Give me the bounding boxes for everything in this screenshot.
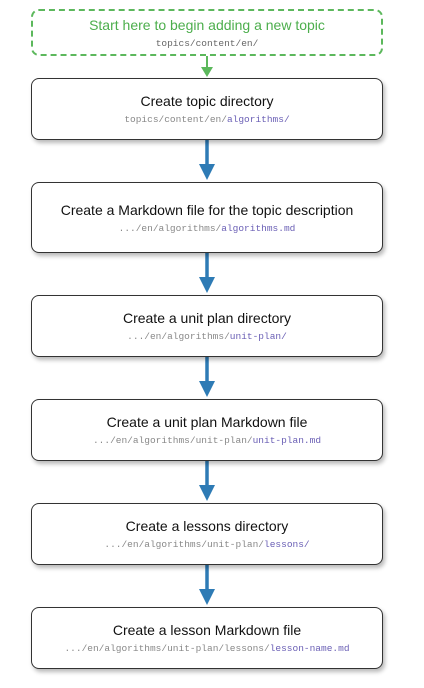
- step-3-path: .../en/algorithms/unit-plan/: [127, 330, 287, 343]
- step-2-path-highlight: algorithms.md: [221, 222, 296, 234]
- start-title: Start here to begin adding a new topic: [89, 16, 325, 33]
- step-2-box: Create a Markdown file for the topic des…: [31, 182, 383, 253]
- step-6-path-highlight: lesson-name.md: [269, 643, 350, 654]
- start-path: topics/content/en/: [156, 37, 259, 50]
- step-5-path: .../en/algorithms/unit-plan/lessons/: [104, 538, 309, 551]
- step-4-path-prefix: .../en/algorithms/unit-plan/: [92, 435, 253, 446]
- step-4-box: Create a unit plan Markdown file .../en/…: [31, 399, 383, 461]
- start-box: Start here to begin adding a new topic t…: [31, 9, 383, 56]
- step-3-path-highlight: unit-plan/: [229, 331, 287, 342]
- step-6-title: Create a lesson Markdown file: [112, 622, 302, 638]
- step-1-path-prefix: topics/content/en/: [124, 114, 227, 125]
- arrow-head-1: [199, 164, 215, 180]
- step-3-title: Create a unit plan directory: [122, 310, 292, 326]
- arrow-head-5: [199, 589, 215, 605]
- step-5-title: Create a lessons directory: [125, 518, 289, 534]
- step-5-path-highlight: lessons/: [264, 539, 310, 550]
- step-6-path: .../en/algorithms/unit-plan/lessons/less…: [64, 642, 349, 655]
- step-2-path: .../en/algorithms/algorithms.md: [119, 222, 296, 235]
- step-4-path: .../en/algorithms/unit-plan/unit-plan.md: [93, 434, 321, 447]
- step-5-path-prefix: .../en/algorithms/unit-plan/: [104, 539, 265, 550]
- arrow-head-4: [199, 485, 215, 501]
- arrow-head-3: [199, 381, 215, 397]
- step-2-title: Create a Markdown file for the topic des…: [60, 201, 354, 218]
- step-4-path-highlight: unit-plan.md: [252, 435, 322, 446]
- arrow-head-2: [199, 277, 215, 293]
- step-1-box: Create topic directory topics/content/en…: [31, 78, 383, 140]
- step-6-box: Create a lesson Markdown file .../en/alg…: [31, 607, 383, 669]
- step-3-path-prefix: .../en/algorithms/: [127, 331, 230, 342]
- step-6-path-prefix: .../en/algorithms/unit-plan/lessons/: [64, 643, 270, 654]
- step-4-title: Create a unit plan Markdown file: [106, 414, 308, 430]
- arrow-head-start: [201, 67, 213, 77]
- step-1-path: topics/content/en/algorithms/: [124, 113, 289, 126]
- step-1-path-highlight: algorithms/: [226, 114, 290, 125]
- step-2-path-prefix: .../en/algorithms/: [118, 222, 222, 234]
- step-3-box: Create a unit plan directory .../en/algo…: [31, 295, 383, 357]
- step-5-box: Create a lessons directory .../en/algori…: [31, 503, 383, 565]
- step-1-title: Create topic directory: [140, 93, 274, 109]
- start-path-text: topics/content/en/: [155, 37, 259, 49]
